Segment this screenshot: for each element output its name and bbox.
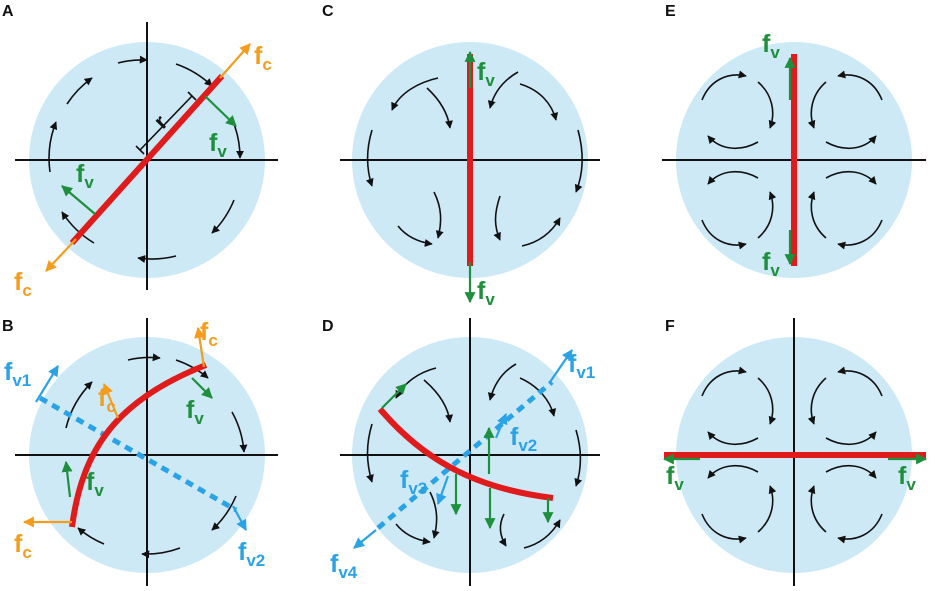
label-fv2-d: fv2: [510, 423, 537, 455]
label-fv1-b: fv1: [4, 358, 31, 390]
label-fv-f-right: fv: [898, 462, 916, 494]
fv1-arrow-b: [35, 365, 59, 403]
fc-arrow-a-top: [219, 43, 251, 79]
rod-b: [69, 362, 208, 528]
flow-arrows-f: [701, 366, 883, 544]
label-fc-b-mid: fc: [98, 384, 116, 416]
label-fv-c-top: fv: [477, 58, 495, 90]
fc-arrow-a-bottom: [45, 238, 77, 272]
flow-arrows-c: [365, 71, 584, 247]
fv4-arrow-d: [353, 529, 377, 549]
label-fc-a-bottom: fc: [14, 268, 32, 300]
fv1-arrow-d: [549, 349, 573, 383]
label-fv-c-bottom: fv: [477, 277, 495, 309]
panel-label-f: F: [665, 318, 675, 335]
label-fc-a-top: fc: [254, 42, 272, 74]
flow-arrows-d: [366, 363, 583, 549]
label-fv-f-left: fv: [666, 462, 684, 494]
label-fv-e-top: fv: [762, 30, 780, 62]
panel-label-c: C: [322, 3, 334, 20]
panel-e: E fv fv: [662, 3, 926, 280]
label-fc-b-top: fc: [200, 318, 218, 350]
label-fv4-d: fv4: [330, 550, 358, 582]
fv-arrow-a-right: [204, 95, 237, 127]
label-fv-b-top: fv: [186, 396, 204, 428]
fv-arrow-b-top: [191, 377, 213, 399]
panel-label-e: E: [665, 3, 676, 20]
panel-f: F fv fv: [662, 318, 928, 586]
panel-label-b: B: [2, 318, 14, 335]
flow-arrows-e: [701, 70, 883, 250]
flow-arrows-b: [65, 353, 248, 559]
label-fv1-d: fv1: [568, 350, 595, 382]
label-fc-b-bottom: fc: [14, 530, 32, 562]
label-fv-a-left: fv: [76, 160, 94, 192]
panel-d: D fv1 fv2 fv3 fv4: [322, 318, 600, 586]
fv-arrow-b-mid: [61, 460, 73, 498]
fv2-arrow-b: [232, 505, 247, 531]
label-fv-b-mid: fv: [86, 468, 104, 500]
fc-arrow-b-mid: [102, 382, 120, 419]
label-fv-a-right: fv: [209, 129, 227, 161]
fv-arrow-d-left: [381, 383, 407, 409]
dashed-line-d: [376, 380, 554, 530]
rod-d: [377, 407, 554, 501]
fc-arrow-b-top: [194, 326, 206, 368]
fv-arrow-a-left: [61, 185, 96, 215]
label-fv2-b: fv2: [238, 538, 265, 570]
fv2-arrow-d: [494, 412, 508, 439]
fv3-arrow-d: [436, 475, 450, 506]
label-fv3-d: fv3: [400, 466, 427, 498]
panel-c: C fv fv: [322, 3, 600, 309]
rod-a: [69, 73, 225, 246]
radius-marker-a: [135, 91, 197, 155]
panel-label-a: A: [2, 3, 14, 20]
dashed-line-b: [38, 395, 238, 513]
panel-a: A r fc fv fv fc: [2, 3, 278, 300]
panel-label-d: D: [322, 318, 334, 335]
panel-b: B fv1 fc fc fv fv fc fv2: [2, 318, 278, 586]
flow-arrows-a: [48, 55, 245, 263]
label-fv-e-bottom: fv: [762, 248, 780, 280]
